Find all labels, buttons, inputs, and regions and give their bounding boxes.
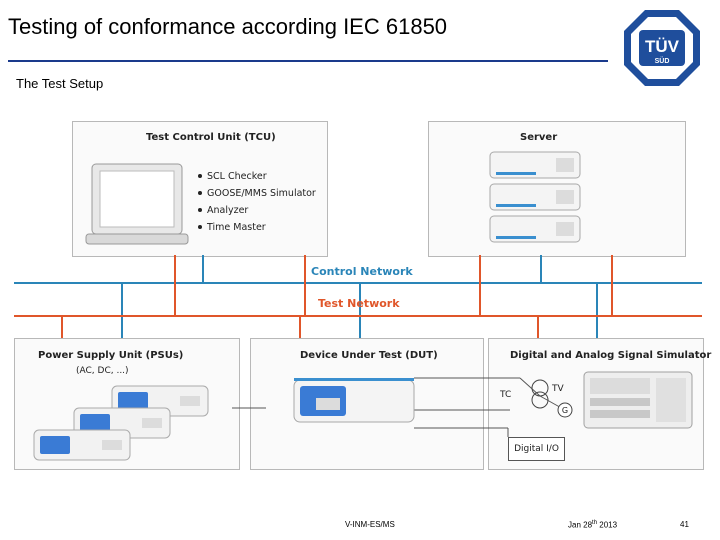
- tcu-title: Test Control Unit (TCU): [146, 132, 276, 143]
- server-rack-icon: [489, 151, 581, 243]
- footer-date-day: Jan 28: [568, 520, 593, 530]
- digital-io-box: Digital I/O: [508, 437, 565, 461]
- generator-symbol: G: [557, 402, 573, 418]
- test-network-label: Test Network: [318, 297, 400, 310]
- tcu-feature: Analyzer: [198, 202, 316, 219]
- signal-simulator-icon: [583, 371, 693, 429]
- psu-title: Power Supply Unit (PSUs): [38, 350, 184, 361]
- slide-subtitle: The Test Setup: [16, 76, 104, 91]
- psu-subtitle: (AC, DC, ...): [76, 366, 129, 376]
- slide-title: Testing of conformance according IEC 618…: [8, 14, 448, 39]
- test-network-bus: [14, 255, 702, 338]
- page-number: 41: [680, 520, 689, 529]
- tcu-feature: GOOSE/MMS Simulator: [198, 185, 316, 202]
- voltage-transformer-symbol: [531, 379, 549, 409]
- control-network-bus: [14, 255, 702, 338]
- tc-label: TC: [500, 390, 512, 400]
- footer-date-suffix: th: [592, 520, 598, 526]
- logo-subtext: SÜD: [655, 56, 670, 65]
- footer-department: V-INM-ES/MS: [345, 520, 395, 529]
- control-network-label: Control Network: [311, 265, 413, 278]
- tuv-sud-logo: TÜV SÜD: [624, 10, 700, 86]
- generator-label: G: [562, 406, 568, 415]
- laptop-icon: [85, 163, 189, 245]
- dut-title: Device Under Test (DUT): [300, 350, 438, 361]
- logo-text: TÜV: [645, 37, 680, 56]
- tcu-feature: SCL Checker: [198, 168, 316, 185]
- tcu-feature: Time Master: [198, 219, 316, 236]
- tcu-feature-list: SCL Checker GOOSE/MMS Simulator Analyzer…: [198, 168, 316, 236]
- simulator-title: Digital and Analog Signal Simulator: [510, 350, 712, 361]
- footer-date: Jan 28th 2013: [568, 520, 617, 530]
- server-title: Server: [520, 132, 558, 143]
- tv-label: TV: [552, 384, 564, 394]
- title-underline: [8, 60, 608, 62]
- footer-date-year: 2013: [599, 520, 618, 530]
- dut-device-icon: [293, 378, 415, 423]
- power-supply-icon: [33, 385, 209, 461]
